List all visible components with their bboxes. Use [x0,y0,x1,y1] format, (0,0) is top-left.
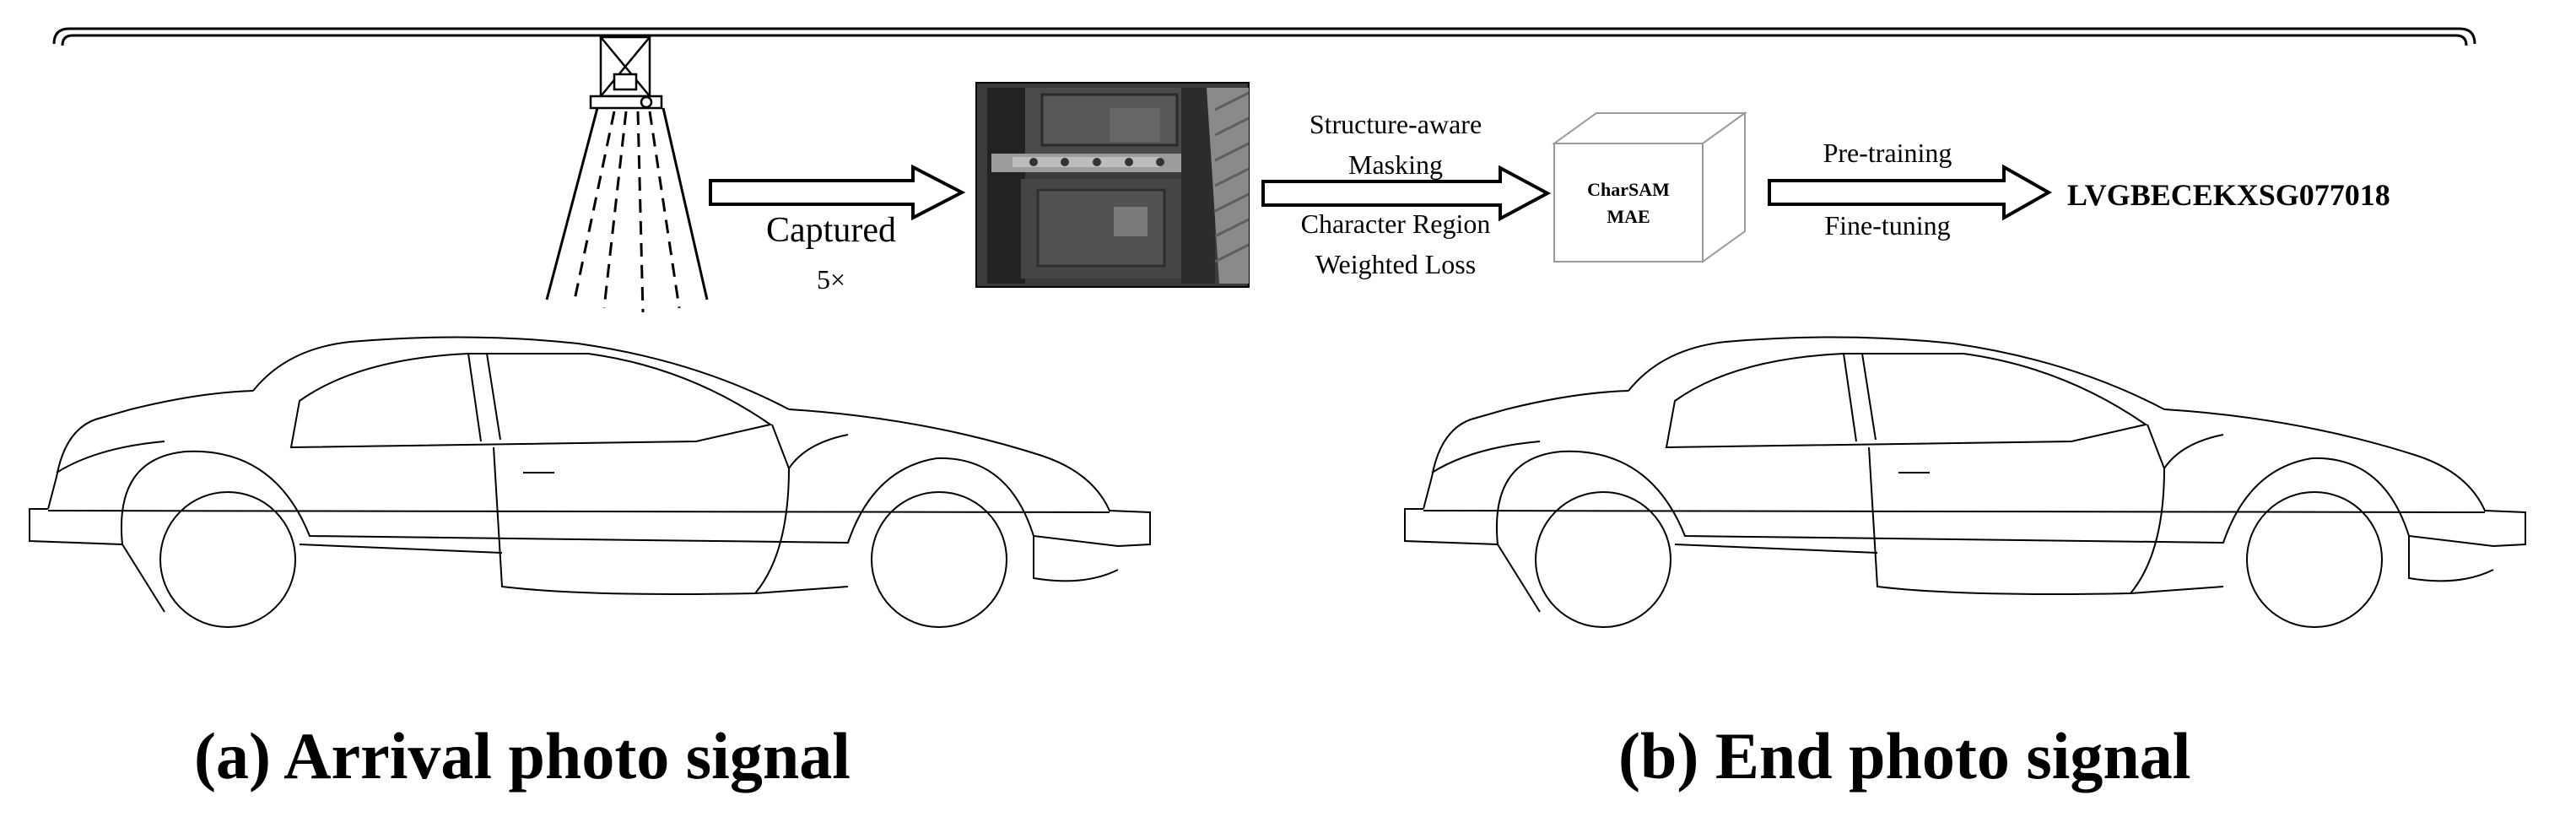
finetuning-label: Fine-tuning [1824,210,1950,241]
masking-label-line2: Masking [1348,149,1443,180]
loss-label-line2: Weighted Loss [1315,249,1476,279]
model-name-line1: CharSAM [1587,179,1670,200]
capture-count-label: 5× [817,264,845,295]
caption-arrival: (a) Arrival photo signal [194,719,851,793]
masking-arrow [1261,165,1552,222]
arrival-car-illustration [29,336,1151,628]
masking-label-line1: Structure-aware [1310,109,1482,139]
caption-end: (b) End photo signal [1618,719,2190,793]
training-arrow [1768,164,2053,221]
captured-photo [975,82,1250,288]
camera-light-rays [545,107,709,313]
captured-arrow [709,164,966,221]
camera-icon [589,35,663,110]
captured-label: Captured [766,211,896,250]
loss-label-line1: Character Region [1301,208,1491,239]
gantry-rail [52,27,2476,46]
pretraining-label: Pre-training [1823,138,1952,168]
vin-output: LVGBECEKXSG077018 [2067,178,2390,212]
charsam-mae-box [1551,111,1748,263]
end-car-illustration [1404,336,2526,628]
model-name-line2: MAE [1607,206,1650,227]
